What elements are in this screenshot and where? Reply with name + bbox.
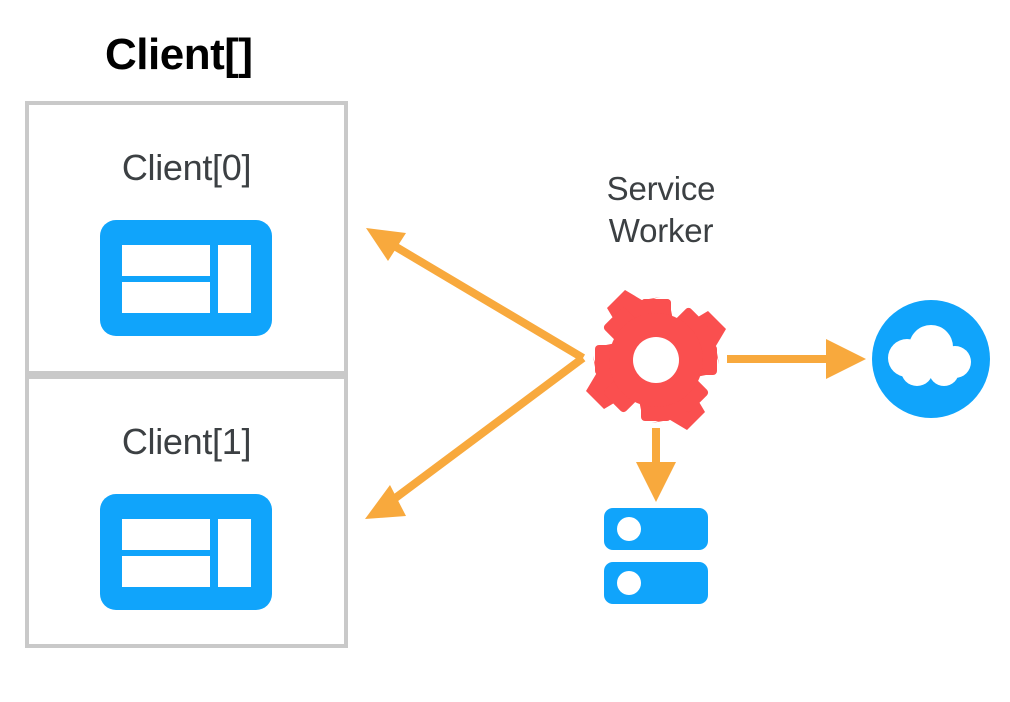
browser-window-icon: [100, 220, 272, 336]
service-worker-label-line1: Service: [606, 170, 716, 207]
client-box-1[interactable]: Client[1]: [25, 375, 348, 648]
window-pane-top: [122, 519, 210, 550]
database-bar-top: [604, 508, 708, 550]
arrow-sw-to-client1: [365, 354, 586, 519]
arrow-sw-to-database: [636, 428, 676, 502]
window-pane-bottom: [122, 282, 210, 313]
database-bar-bottom: [604, 562, 708, 604]
client-0-label: Client[0]: [121, 147, 252, 188]
database-indicator-dot: [617, 571, 641, 595]
window-pane-top: [122, 245, 210, 276]
cloud-icon: [872, 300, 990, 418]
arrow-sw-to-client0: [366, 228, 586, 362]
browser-window-icon: [100, 494, 272, 610]
database-indicator-dot: [617, 517, 641, 541]
arrow-sw-to-cloud: [727, 339, 866, 379]
clients-group-title: Client[]: [105, 30, 253, 79]
gear-icon: [586, 290, 726, 430]
service-worker-label-line2: Worker: [608, 212, 714, 250]
window-pane-right: [218, 245, 251, 313]
client-box-0[interactable]: Client[0]: [25, 101, 348, 375]
window-pane-right: [218, 519, 251, 587]
service-worker-label: Service Worker: [566, 168, 756, 252]
gear-center-hole: [633, 337, 679, 383]
client-1-label: Client[1]: [121, 421, 252, 462]
window-pane-bottom: [122, 556, 210, 587]
